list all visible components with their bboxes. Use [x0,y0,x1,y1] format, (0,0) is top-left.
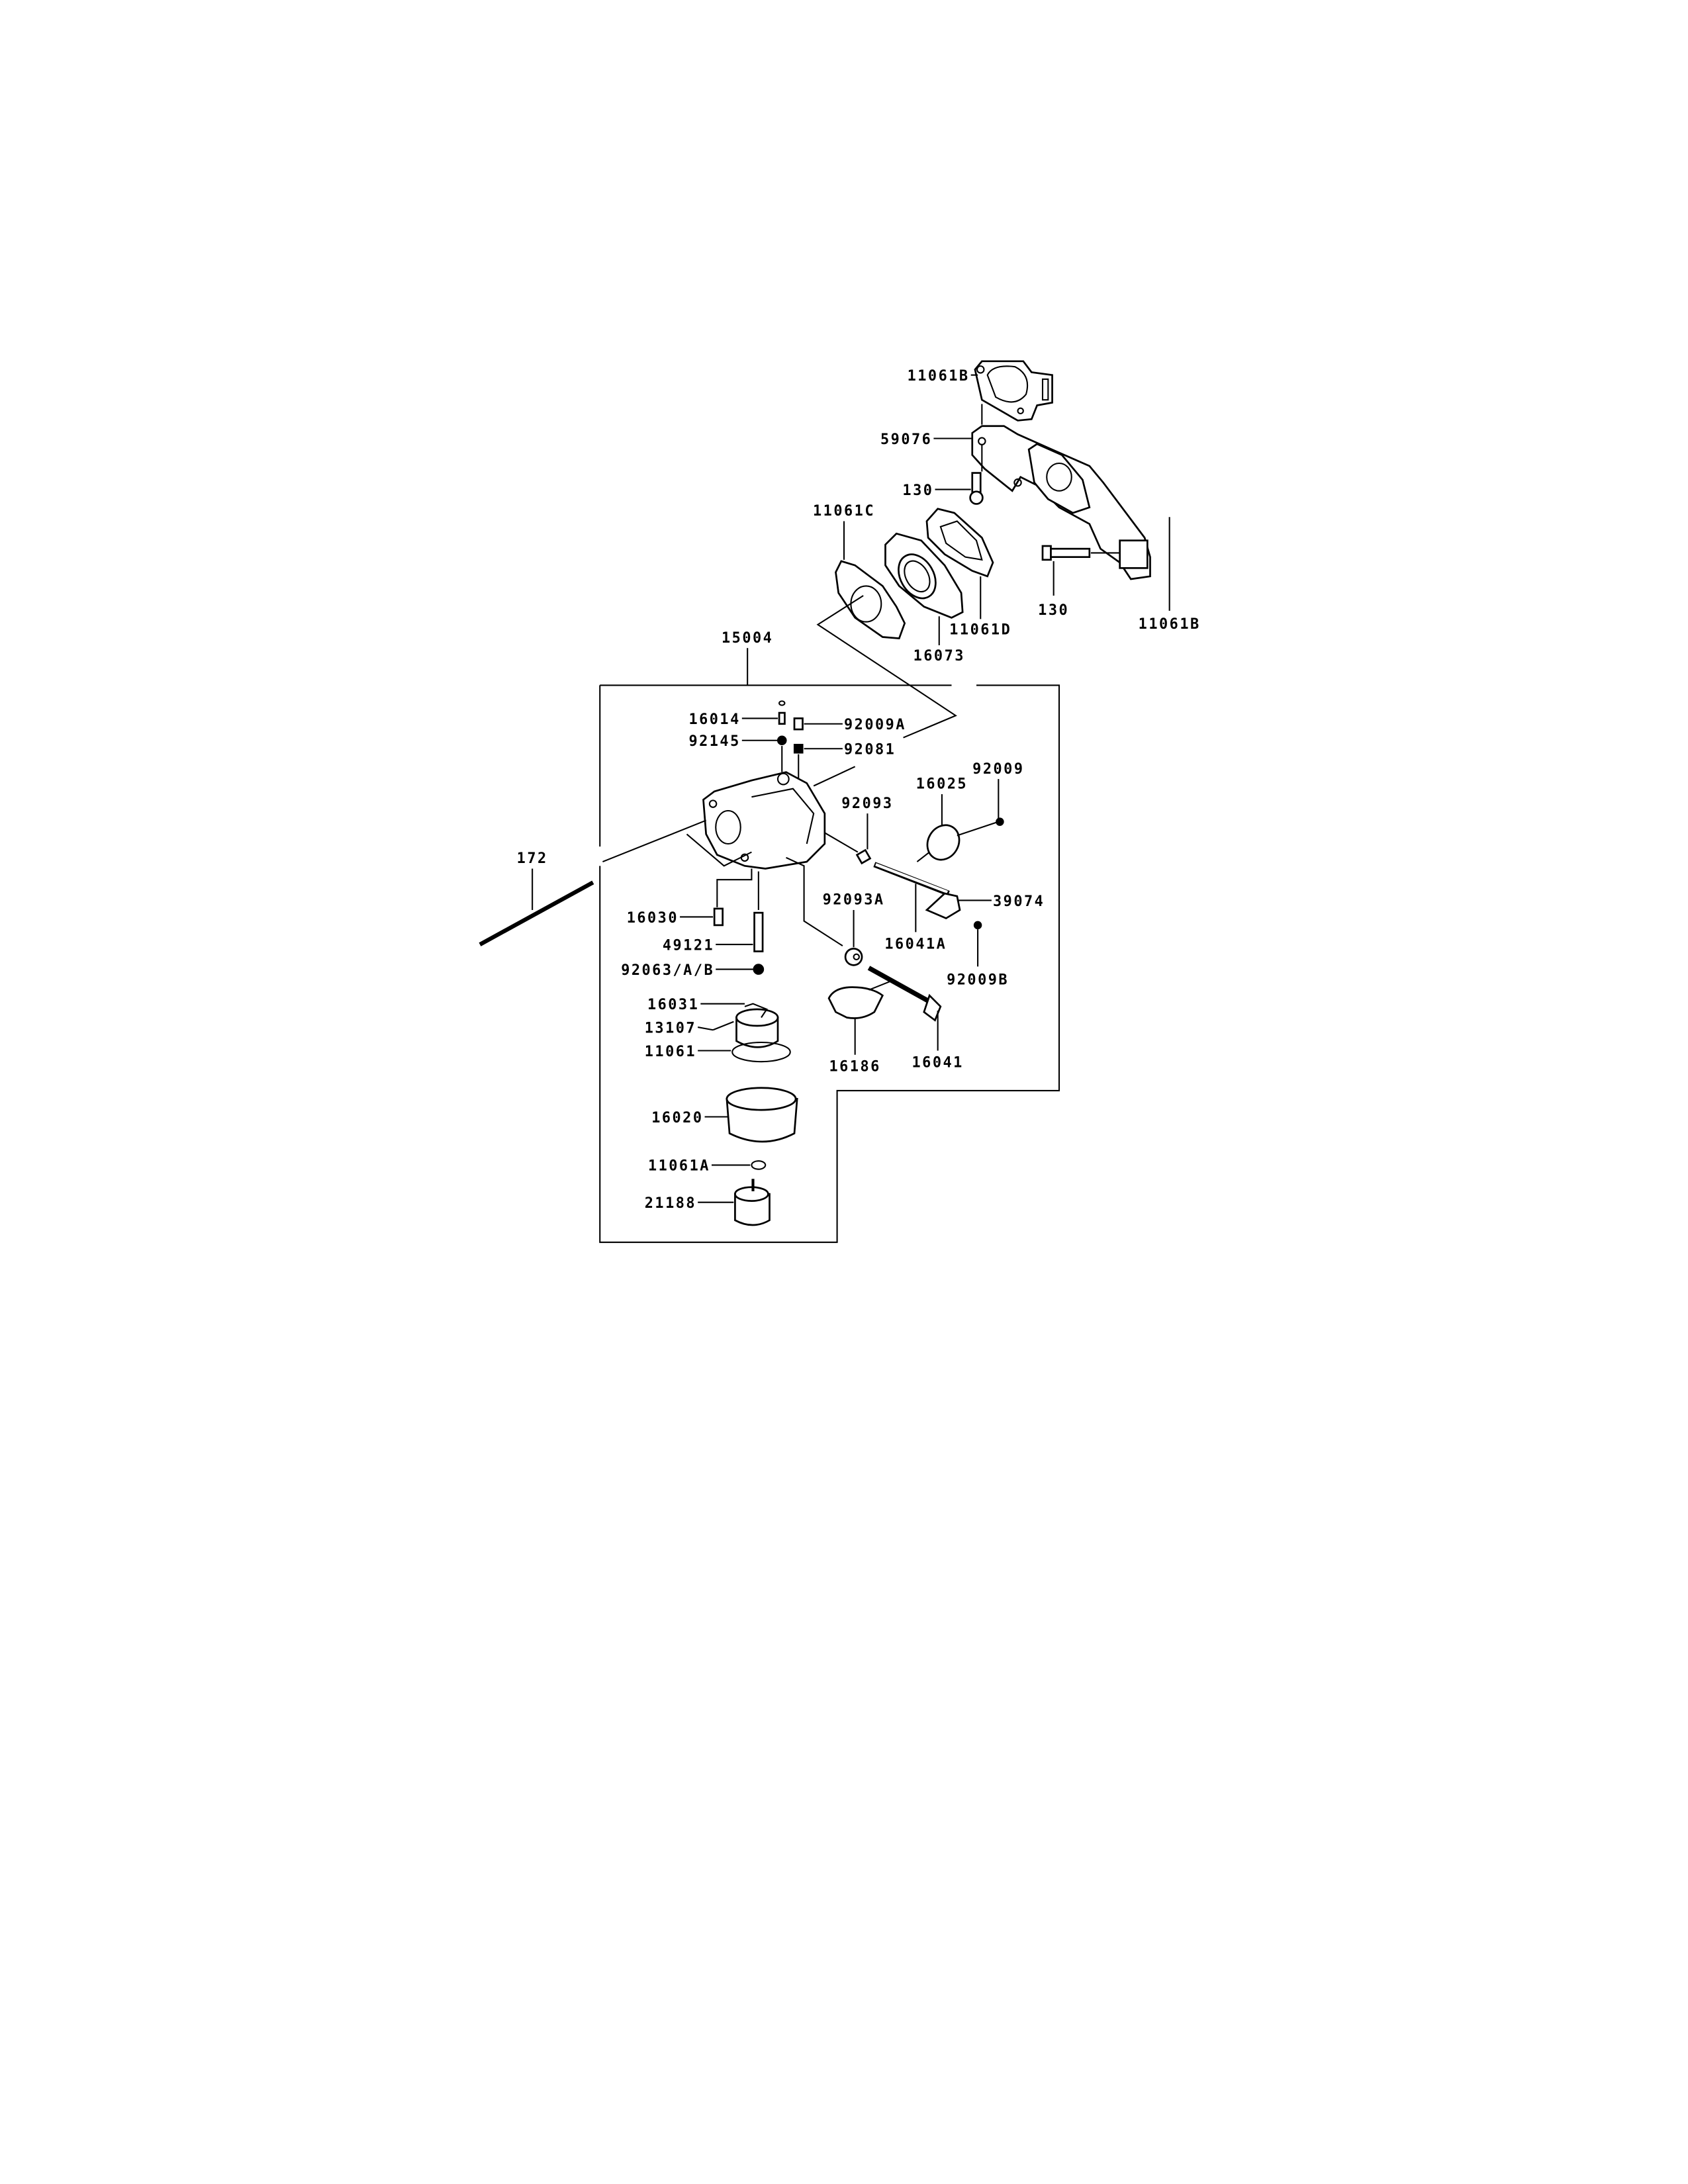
gasket-top-11061B [974,360,1053,422]
label-92063-A-B: 92063/A/B [621,962,714,979]
label-16020: 16020 [651,1110,703,1126]
label-11061: 11061 [645,1044,696,1060]
bolt-130-right [1041,545,1091,561]
label-130-left: 130 [902,482,933,499]
label-92145: 92145 [688,733,740,750]
label-92009B: 92009B [947,972,1009,989]
label-21188: 21188 [645,1195,696,1212]
throttle-stop-rod-172 [479,880,594,946]
part-39074 [925,892,961,920]
label-92093: 92093 [841,796,893,812]
label-16014: 16014 [688,711,740,728]
label-11061B-top: 11061B [908,368,970,385]
part-16025 [926,824,961,861]
washer-11061A [751,1160,767,1170]
label-172: 172 [517,850,548,867]
part-13107 [712,1021,734,1031]
insulator-16073 [884,532,964,619]
gasket-11061D [925,508,994,578]
label-11061B-right: 11061B [1139,616,1201,633]
part-92009 [996,817,1004,826]
bolt-130-left [969,472,984,505]
label-16073: 16073 [914,648,965,664]
o-ring-11061 [731,1041,791,1063]
solenoid-21188 [734,1179,771,1226]
label-15004: 15004 [722,630,773,647]
label-59076: 59076 [880,432,932,448]
label-39074: 39074 [993,893,1045,910]
label-130-right: 130 [1038,602,1069,619]
label-16041A: 16041A [884,936,947,952]
part-92009A [793,717,804,731]
label-49121: 49121 [663,937,714,954]
float-bowl-16020 [726,1087,798,1143]
float-16031 [735,1003,779,1048]
label-16186: 16186 [829,1059,881,1075]
part-49121 [753,911,764,952]
label-16030: 16030 [627,910,679,927]
part-16041 [867,966,933,1005]
part-92009B [973,921,982,930]
choke-plate-16186 [827,986,884,1019]
part-92145 [776,735,787,746]
carburetor-body [702,771,826,870]
label-16031: 16031 [647,997,699,1013]
part-16014 [778,711,786,725]
label-92081: 92081 [844,742,896,758]
part-92063 [753,964,765,975]
label-11061C: 11061C [813,503,875,520]
part-92093 [855,848,872,865]
label-92009A: 92009A [844,717,906,733]
label-11061A: 11061A [648,1158,710,1175]
label-16025: 16025 [916,776,968,793]
part-16030 [713,907,724,927]
label-92009: 92009 [972,761,1024,778]
label-16041: 16041 [912,1054,964,1071]
label-92093A: 92093A [823,892,885,909]
label-11061D: 11061D [949,621,1011,638]
part-92081 [793,743,804,754]
label-13107: 13107 [645,1020,696,1036]
